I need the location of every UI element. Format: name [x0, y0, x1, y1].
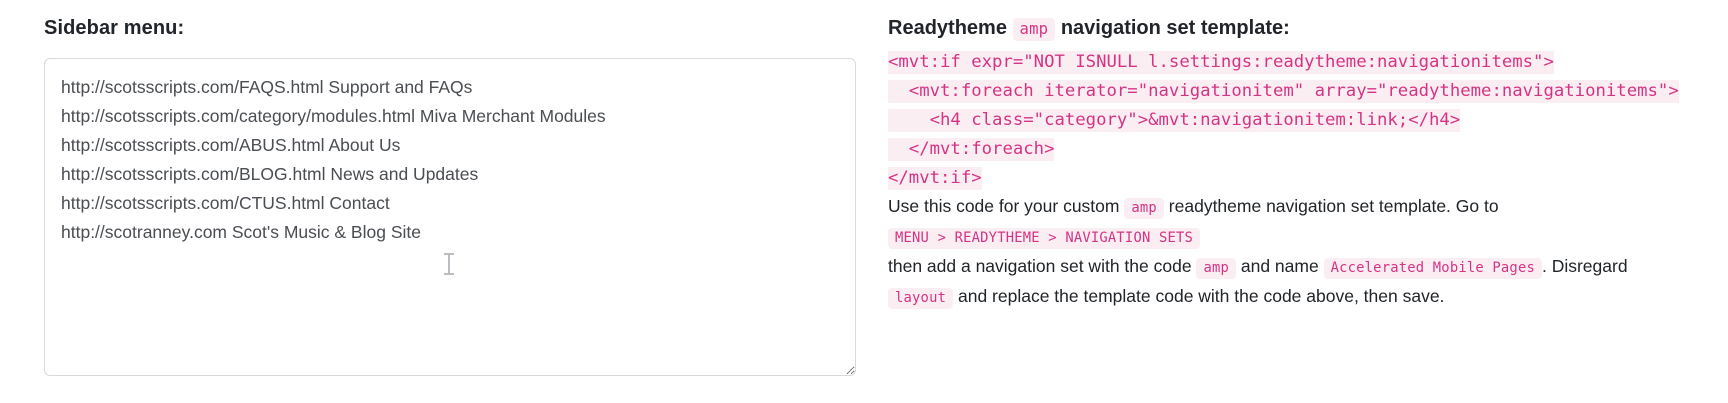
instructions-line-4-part-a: and replace the template code with the c… — [957, 286, 1445, 306]
code-line-3: <h4 class="category">&mvt:navigationitem… — [888, 106, 1728, 135]
instructions-code-accelerated-mobile-pages: Accelerated Mobile Pages — [1323, 258, 1542, 279]
instructions-code-amp-1: amp — [1124, 198, 1164, 219]
readytheme-heading-suffix: navigation set template: — [1060, 17, 1290, 39]
instructions-line-4: layout and replace the template code wit… — [888, 282, 1648, 312]
code-line-5: </mvt:if> — [888, 164, 1728, 193]
instructions-line-1-part-a: Use this code for your custom — [888, 196, 1120, 216]
readytheme-heading: Readytheme amp navigation set template: — [888, 0, 1700, 41]
code-line-4-text: </mvt:foreach> — [888, 138, 1055, 161]
code-line-1: <mvt:if expr="NOT ISNULL l.settings:read… — [888, 48, 1728, 77]
code-line-1-text: <mvt:if expr="NOT ISNULL l.settings:read… — [888, 51, 1554, 74]
code-line-5-text: </mvt:if> — [888, 167, 982, 190]
instructions-line-3-part-c: . Disregard — [1541, 256, 1628, 276]
instructions-line-3-part-a: then add a navigation set with the code — [888, 256, 1192, 276]
instructions-line-2: MENU > READYTHEME > NAVIGATION SETS — [888, 222, 1648, 252]
instructions-code-amp-2: amp — [1196, 258, 1236, 279]
readytheme-template-column: Readytheme amp navigation set template: … — [888, 0, 1700, 309]
template-code-block[interactable]: <mvt:if expr="NOT ISNULL l.settings:read… — [888, 48, 1728, 193]
instructions-code-menu-path: MENU > READYTHEME > NAVIGATION SETS — [888, 228, 1201, 249]
code-line-2-text: <mvt:foreach iterator="navigationitem" a… — [888, 80, 1679, 103]
instructions-line-3-part-b: and name — [1240, 256, 1319, 276]
readytheme-heading-prefix: Readytheme — [888, 17, 1007, 39]
code-line-4: </mvt:foreach> — [888, 135, 1728, 164]
code-line-3-text: <h4 class="category">&mvt:navigationitem… — [888, 109, 1461, 132]
sidebar-menu-column: Sidebar menu: — [44, 0, 856, 376]
instructions-paragraph: Use this code for your custom amp readyt… — [888, 192, 1648, 312]
sidebar-menu-label: Sidebar menu: — [44, 17, 185, 39]
sidebar-menu-input[interactable] — [44, 58, 856, 376]
instructions-line-1: Use this code for your custom amp readyt… — [888, 192, 1648, 222]
readytheme-heading-code: amp — [1012, 18, 1056, 41]
sidebar-menu-textarea-wrapper — [44, 58, 856, 376]
instructions-line-3: then add a navigation set with the code … — [888, 252, 1648, 282]
instructions-code-layout: layout — [888, 288, 954, 309]
instructions-line-1-part-b: readytheme navigation set template. Go t… — [1168, 196, 1499, 216]
code-line-2: <mvt:foreach iterator="navigationitem" a… — [888, 77, 1728, 106]
